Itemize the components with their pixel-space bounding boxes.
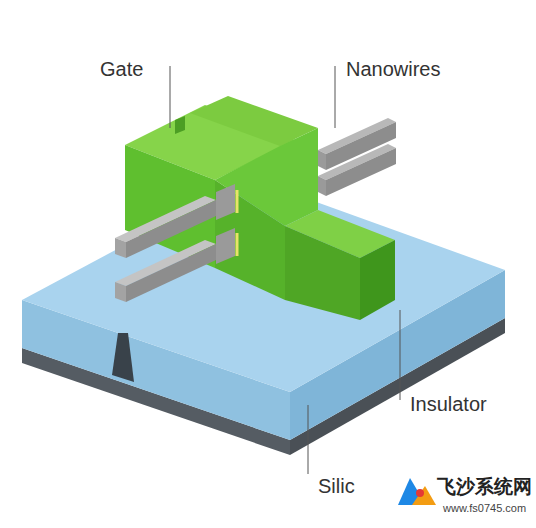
part-label: Insulator: [410, 393, 487, 416]
trench: [112, 333, 134, 382]
nanowires-back: [318, 118, 396, 196]
gate-electrode: [125, 96, 395, 320]
part-label: Nanowires: [346, 58, 440, 81]
leader-lines: [170, 66, 400, 474]
nanowires-front: [115, 184, 237, 302]
watermark-logo: [398, 478, 436, 505]
part-label: Silic: [318, 475, 355, 498]
part-label: Gate: [100, 58, 143, 81]
watermark-text: 飞沙系统网: [437, 474, 532, 500]
watermark-url: www.fs0745.com: [443, 502, 526, 514]
